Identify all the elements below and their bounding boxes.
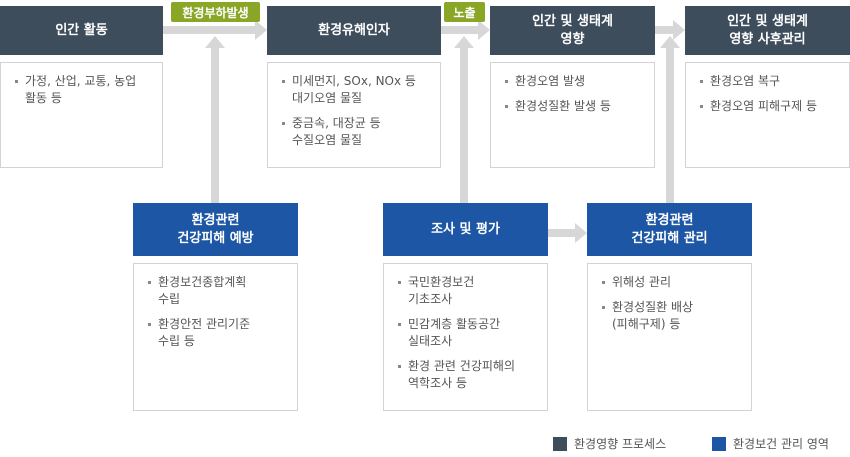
legend-label-management: 환경보건 관리 영역 (733, 437, 829, 451)
arrow-management-up (666, 48, 674, 203)
arrow-head (205, 36, 225, 48)
legend-process: 환경영향 프로세스 (553, 435, 666, 452)
process-box-human-activity: 가정, 산업, 교통, 농업 활동 등 (0, 62, 163, 168)
load-generation-tag: 환경부하발생 (171, 2, 260, 22)
list-item: 중금속, 대장균 등 수질오염 물질 (280, 115, 430, 149)
legend-swatch-process (553, 436, 567, 451)
management-header-survey: 조사 및 평가 (383, 203, 548, 256)
legend-swatch-management (712, 436, 726, 451)
legend-label-process: 환경영향 프로세스 (574, 437, 667, 451)
list-item: 환경오염 복구 (698, 73, 839, 90)
process-header-hazard: 환경유해인자 (267, 6, 441, 55)
arrow-hazard-to-impact (441, 26, 478, 34)
list-item: 국민환경보건 기초조사 (396, 274, 537, 308)
arrow-impact-to-aftercare (655, 26, 673, 34)
exposure-tag: 노출 (444, 2, 485, 22)
management-header-care: 환경관련 건강피해 관리 (587, 203, 752, 256)
process-box-aftercare: 환경오염 복구 환경오염 피해구제 등 (685, 62, 850, 168)
process-header-aftercare: 인간 및 생태계 영향 사후관리 (685, 6, 850, 55)
arrow-head (478, 20, 490, 40)
list-item: 환경성질환 배상 (피해구제) 등 (600, 299, 741, 333)
list-item: 환경안전 관리기준 수립 등 (146, 316, 287, 350)
arrow-survey-up (460, 48, 468, 203)
management-box-survey: 국민환경보건 기초조사 민감계층 활동공간 실태조사 환경 관련 건강피해의 역… (383, 263, 548, 411)
arrow-head (454, 36, 474, 48)
arrow-head (673, 20, 685, 40)
list-item: 위해성 관리 (600, 274, 741, 291)
list-item: 환경성질환 발생 등 (503, 98, 644, 115)
arrow-prevention-up (211, 48, 219, 203)
arrow-head (575, 223, 587, 243)
arrow-activity-to-hazard (163, 26, 255, 34)
management-header-prevention: 환경관련 건강피해 예방 (133, 203, 298, 256)
arrow-head (255, 20, 267, 40)
process-header-human-activity: 인간 활동 (0, 6, 163, 55)
process-header-impact: 인간 및 생태계 영향 (490, 6, 655, 55)
list-item: 환경오염 피해구제 등 (698, 98, 839, 115)
process-box-impact: 환경오염 발생 환경성질환 발생 등 (490, 62, 655, 168)
management-box-care: 위해성 관리 환경성질환 배상 (피해구제) 등 (587, 263, 752, 411)
list-item: 민감계층 활동공간 실태조사 (396, 316, 537, 350)
list-item: 가정, 산업, 교통, 농업 활동 등 (13, 73, 152, 107)
management-box-prevention: 환경보건종합계획 수립 환경안전 관리기준 수립 등 (133, 263, 298, 411)
list-item: 환경보건종합계획 수립 (146, 274, 287, 308)
arrow-survey-to-management (548, 229, 575, 237)
list-item: 미세먼지, SOx, NOx 등 대기오염 물질 (280, 73, 430, 107)
arrow-head (660, 36, 680, 48)
list-item: 환경 관련 건강피해의 역학조사 등 (396, 358, 537, 392)
list-item: 환경오염 발생 (503, 73, 644, 90)
legend-management: 환경보건 관리 영역 (712, 435, 829, 452)
process-box-hazard: 미세먼지, SOx, NOx 등 대기오염 물질 중금속, 대장균 등 수질오염… (267, 62, 441, 168)
